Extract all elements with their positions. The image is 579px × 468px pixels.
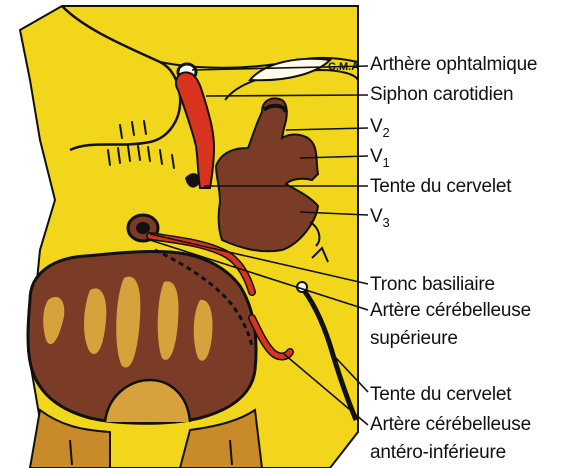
label-superior-cerebellar-artery-line2: supérieure <box>370 328 458 350</box>
label-superior-cerebellar-artery-line1: Artère cérébelleuse <box>370 300 531 322</box>
label-carotid-siphon: Siphon carotidien <box>370 84 513 106</box>
label-v2: V2 <box>370 116 390 144</box>
basilar-core <box>136 222 150 234</box>
label-tentorium-upper: Tente du cervelet <box>370 176 511 198</box>
label-tentorium-lower: Tente du cervelet <box>370 384 511 406</box>
label-aica-line2: antéro-inférieure <box>370 442 506 464</box>
label-ophthalmic-artery: Arthère ophtalmique <box>370 54 537 76</box>
label-v3: V3 <box>370 206 390 234</box>
label-aica-line1: Artère cérébelleuse <box>370 414 531 436</box>
label-v1: V1 <box>370 146 390 174</box>
label-basilar-trunk: Tronc basiliaire <box>370 274 495 296</box>
